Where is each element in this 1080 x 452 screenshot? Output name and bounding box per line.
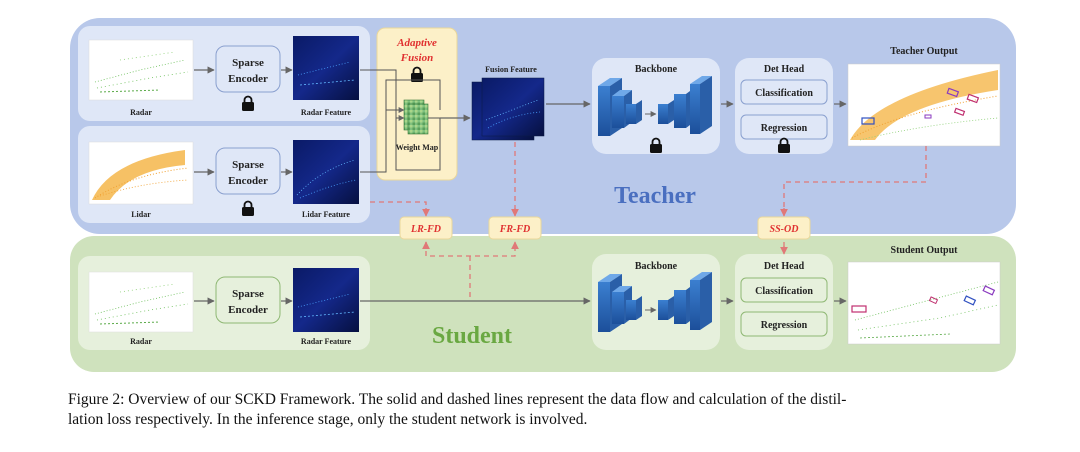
student-sparse-encoder	[215, 276, 281, 324]
teacher-lidar-image	[88, 141, 194, 205]
teacher-backbone-block	[592, 58, 720, 154]
fr-fd-box	[488, 216, 542, 240]
teacher-regression-label: Regression	[761, 123, 808, 134]
lr-fd-box	[399, 216, 453, 240]
sparse-encoder-label: Encoder	[228, 175, 268, 187]
student-output-label: Student Output	[891, 245, 959, 256]
student-backbone-block	[592, 254, 720, 350]
teacher-lidar-label: Lidar	[131, 210, 151, 219]
caption-line-2: lation loss respectively. In the inferen…	[68, 411, 588, 428]
weight-map-icon	[403, 99, 429, 135]
sparse-encoder-label: Sparse	[232, 57, 264, 69]
teacher-det-head-label: Det Head	[764, 64, 805, 75]
student-radar-image	[88, 271, 194, 333]
teacher-lidar-sparse-encoder	[215, 147, 281, 195]
teacher-classification-block	[740, 79, 828, 105]
figure-caption: Figure 2: Overview of our SCKD Framework…	[68, 390, 1028, 430]
student-radar-label: Radar	[130, 337, 152, 346]
sckd-framework-diagram: Radar Lidar Sparse Encoder Sparse Encode…	[70, 18, 1016, 372]
sparse-encoder-label: Encoder	[228, 304, 268, 316]
sparse-encoder-label: Sparse	[232, 288, 264, 300]
sparse-encoder-label: Encoder	[228, 73, 268, 85]
student-det-head-label: Det Head	[764, 261, 805, 272]
student-regression-label: Regression	[761, 320, 808, 331]
teacher-output-image	[847, 63, 1001, 147]
caption-line-1: Figure 2: Overview of our SCKD Framework…	[68, 391, 847, 408]
ss-od-label: SS-OD	[770, 224, 799, 235]
adaptive-fusion-label: Adaptive	[396, 37, 437, 49]
teacher-radar-sparse-encoder	[215, 45, 281, 93]
lr-fd-label: LR-FD	[410, 224, 441, 235]
student-classification-label: Classification	[755, 286, 813, 297]
lidar-feature-label: Lidar Feature	[302, 210, 350, 219]
teacher-classification-label: Classification	[755, 88, 813, 99]
student-output-image	[847, 261, 1001, 345]
fusion-feature-label: Fusion Feature	[485, 65, 537, 74]
teacher-output-label: Teacher Output	[890, 46, 958, 57]
teacher-backbone-icon	[598, 76, 712, 136]
fr-fd-label: FR-FD	[499, 224, 531, 235]
teacher-label: Teacher	[614, 183, 696, 209]
fusion-feature-map	[471, 77, 545, 141]
teacher-radar-image	[88, 39, 194, 101]
lock-icon	[242, 95, 254, 111]
teacher-radar-label: Radar	[130, 108, 152, 117]
student-radar-feature-label: Radar Feature	[301, 337, 352, 346]
student-radar-feature-map	[293, 268, 359, 332]
lock-icon	[778, 137, 790, 153]
student-classification-block	[740, 277, 828, 303]
ss-od-box	[757, 216, 811, 240]
student-regression-block	[740, 311, 828, 337]
lock-icon	[650, 137, 662, 153]
weight-map-label: Weight Map	[396, 143, 439, 152]
student-label: Student	[432, 323, 512, 349]
adaptive-fusion-label: Fusion	[400, 52, 433, 64]
teacher-radar-feature-map	[293, 36, 359, 100]
lock-icon	[242, 200, 254, 216]
teacher-backbone-label: Backbone	[635, 64, 678, 75]
student-backbone-label: Backbone	[635, 261, 678, 272]
teacher-radar-feature-label: Radar Feature	[301, 108, 352, 117]
sparse-encoder-label: Sparse	[232, 159, 264, 171]
student-backbone-icon	[598, 272, 712, 332]
lidar-feature-map	[293, 140, 359, 204]
